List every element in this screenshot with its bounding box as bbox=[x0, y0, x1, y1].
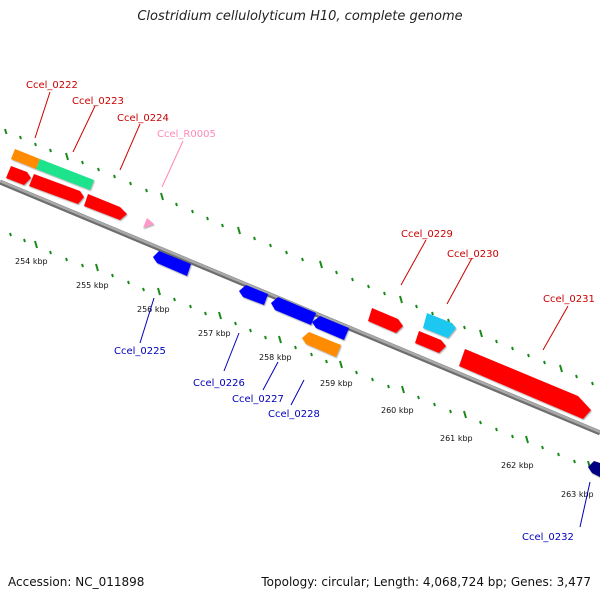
gene-ccel-0224a[interactable] bbox=[29, 174, 84, 204]
gene-ccel-0225[interactable] bbox=[153, 251, 191, 276]
gene-ccel-0229b[interactable] bbox=[415, 331, 446, 353]
scale-label: 258 kbp bbox=[259, 353, 292, 362]
gene-labels: Ccel_0222 Ccel_0223 Ccel_0224 Ccel_R0005… bbox=[26, 80, 595, 543]
gene-label: Ccel_0228 bbox=[268, 409, 320, 420]
gene-ccel-0230[interactable] bbox=[423, 313, 456, 338]
scale-label: 260 kbp bbox=[381, 406, 414, 415]
accession-text: Accession: NC_011898 bbox=[8, 575, 145, 589]
reverse-tick-ring bbox=[9, 232, 591, 469]
scale-label: 263 kbp bbox=[561, 490, 594, 499]
gene-ccel-0231[interactable] bbox=[459, 349, 591, 419]
scale-label: 254 kbp bbox=[15, 257, 48, 266]
gene-features bbox=[6, 149, 600, 477]
gene-label: Ccel_0232 bbox=[522, 532, 574, 543]
gene-label: Ccel_0227 bbox=[232, 394, 284, 405]
scale-label: 259 kbp bbox=[320, 379, 353, 388]
scale-labels: 254 kbp 255 kbp 256 kbp 257 kbp 258 kbp … bbox=[15, 257, 594, 499]
scale-label: 257 kbp bbox=[198, 329, 231, 338]
gene-ccel-0227b[interactable] bbox=[312, 316, 349, 340]
gene-ccel-0228[interactable] bbox=[302, 332, 341, 357]
gene-ccel-0222[interactable] bbox=[11, 149, 40, 169]
gene-label: Ccel_0224 bbox=[117, 113, 169, 124]
gene-ccel-0229[interactable] bbox=[368, 308, 403, 333]
gene-label: Ccel_0226 bbox=[193, 378, 245, 389]
gene-leaders bbox=[34, 91, 591, 528]
map-title: Clostridium cellulolyticum H10, complete… bbox=[137, 9, 463, 24]
gene-ccel-0226[interactable] bbox=[239, 285, 268, 305]
scale-label: 261 kbp bbox=[440, 434, 473, 443]
gene-label: Ccel_0230 bbox=[447, 249, 499, 260]
gene-ccel-0223[interactable] bbox=[36, 159, 94, 190]
gene-label: Ccel_0222 bbox=[26, 80, 78, 91]
gene-label: Ccel_0229 bbox=[401, 229, 453, 240]
gene-ccel-0222b[interactable] bbox=[6, 166, 31, 185]
scale-label: 255 kbp bbox=[76, 281, 109, 290]
gene-ccel-0232[interactable] bbox=[588, 461, 600, 477]
forward-tick-ring bbox=[4, 128, 594, 386]
scale-label: 256 kbp bbox=[137, 305, 170, 314]
gene-ccel-r0005[interactable] bbox=[143, 218, 154, 228]
gene-label: Ccel_0223 bbox=[72, 96, 124, 107]
gene-ccel-0227[interactable] bbox=[271, 297, 316, 325]
genome-stats-text: Topology: circular; Length: 4,068,724 bp… bbox=[261, 575, 591, 589]
scale-label: 262 kbp bbox=[501, 461, 534, 470]
gene-label: Ccel_R0005 bbox=[157, 129, 216, 140]
gene-ccel-0224[interactable] bbox=[84, 194, 127, 220]
gene-label: Ccel_0231 bbox=[543, 294, 595, 305]
gene-label: Ccel_0225 bbox=[114, 346, 166, 357]
